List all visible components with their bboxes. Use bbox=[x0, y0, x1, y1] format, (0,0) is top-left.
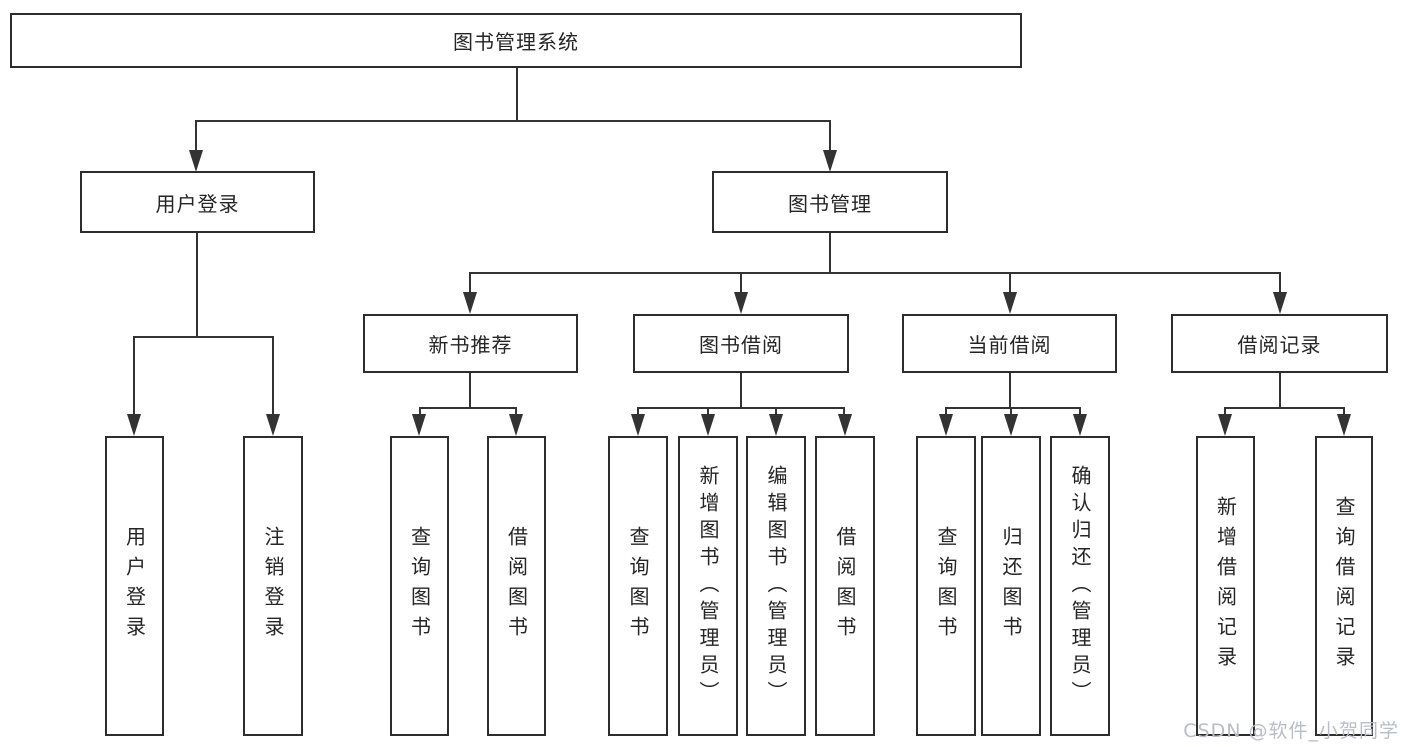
csdn-watermark: CSDN @软件_小贺同学 bbox=[1183, 720, 1399, 742]
connector-drop-return-book bbox=[1010, 407, 1012, 416]
connector-drop-book-borrow bbox=[740, 272, 742, 294]
node-new-book-recommend: 新书推荐 bbox=[363, 314, 578, 373]
arrowhead-user-login-icon bbox=[189, 150, 203, 172]
arrowhead-borrow-recommend-icon bbox=[509, 414, 523, 436]
leaf-user-login: 用户登录 bbox=[105, 436, 164, 736]
leaf-query-borrow-record: 查询借阅记录 bbox=[1315, 436, 1373, 736]
connector-drop-new-book-recommend bbox=[469, 272, 471, 294]
connector-drop-leaf-user-login bbox=[133, 336, 135, 414]
connector-drop-borrow-recommend bbox=[515, 407, 517, 416]
connector-drop-current-borrow bbox=[1009, 272, 1011, 294]
leaf-confirm-return-admin: 确认归还（管理员） bbox=[1050, 436, 1110, 736]
arrowhead-confirm-return-icon bbox=[1073, 414, 1087, 436]
arrowhead-query-recommend-icon bbox=[412, 414, 426, 436]
leaf-borrow-books-borrow: 借阅图书 bbox=[815, 436, 875, 736]
arrowhead-query-record-icon bbox=[1337, 414, 1351, 436]
arrowhead-new-book-recommend-icon bbox=[463, 292, 477, 314]
connector-records-rail bbox=[1224, 407, 1344, 409]
connector-current-stem bbox=[1009, 373, 1011, 407]
arrowhead-borrow-records-icon bbox=[1273, 292, 1287, 314]
arrowhead-leaf-user-login-icon bbox=[127, 414, 141, 436]
connector-drop-query-borrow bbox=[637, 407, 639, 416]
leaf-query-books-borrow: 查询图书 bbox=[608, 436, 668, 736]
connector-drop-edit-book bbox=[775, 407, 777, 416]
arrowhead-add-book-icon bbox=[701, 414, 715, 436]
node-root: 图书管理系统 bbox=[10, 13, 1022, 68]
connector-level3-rail bbox=[469, 272, 1281, 274]
connector-level2-rail bbox=[195, 120, 831, 122]
connector-drop-query-current bbox=[945, 407, 947, 416]
connector-drop-borrow-records bbox=[1279, 272, 1281, 294]
connector-current-rail bbox=[945, 407, 1081, 409]
connector-drop-book-management bbox=[829, 120, 831, 152]
arrowhead-edit-book-icon bbox=[769, 414, 783, 436]
connector-borrow-rail bbox=[637, 407, 845, 409]
leaf-add-book-admin: 新增图书（管理员） bbox=[678, 436, 738, 736]
arrowhead-book-borrow-icon bbox=[734, 292, 748, 314]
arrowhead-query-current-icon bbox=[939, 414, 953, 436]
arrowhead-leaf-logout-icon bbox=[266, 414, 280, 436]
leaf-logout-login: 注销登录 bbox=[243, 436, 303, 736]
connector-root-stem bbox=[516, 68, 518, 120]
leaf-return-book: 归还图书 bbox=[981, 436, 1041, 736]
arrowhead-current-borrow-icon bbox=[1003, 292, 1017, 314]
arrowhead-return-book-icon bbox=[1004, 414, 1018, 436]
node-user-login: 用户登录 bbox=[80, 171, 315, 233]
connector-drop-add-book bbox=[707, 407, 709, 416]
connector-recommend-stem bbox=[469, 373, 471, 407]
node-book-borrow: 图书借阅 bbox=[633, 314, 849, 373]
leaf-add-borrow-record: 新增借阅记录 bbox=[1196, 436, 1255, 736]
node-book-management: 图书管理 bbox=[712, 171, 948, 233]
arrowhead-borrow-book-icon bbox=[838, 414, 852, 436]
arrowhead-query-borrow-icon bbox=[631, 414, 645, 436]
connector-book-management-stem bbox=[829, 233, 831, 272]
connector-records-stem bbox=[1279, 373, 1281, 407]
connector-drop-query-recommend bbox=[419, 407, 421, 416]
connector-recommend-rail bbox=[419, 407, 517, 409]
connector-drop-user-login bbox=[195, 120, 197, 152]
leaf-query-books-recommend: 查询图书 bbox=[390, 436, 449, 736]
node-current-borrow: 当前借阅 bbox=[902, 314, 1117, 373]
connector-drop-add-record bbox=[1224, 407, 1226, 416]
connector-user-login-rail bbox=[133, 336, 274, 338]
leaf-borrow-books-recommend: 借阅图书 bbox=[487, 436, 546, 736]
connector-drop-query-record bbox=[1343, 407, 1345, 416]
connector-drop-confirm-return bbox=[1079, 407, 1081, 416]
connector-borrow-stem bbox=[740, 373, 742, 407]
connector-drop-borrow-book bbox=[843, 407, 845, 416]
leaf-edit-book-admin: 编辑图书（管理员） bbox=[746, 436, 806, 736]
node-borrow-records: 借阅记录 bbox=[1171, 314, 1388, 373]
connector-drop-leaf-logout bbox=[272, 336, 274, 414]
arrowhead-book-management-icon bbox=[823, 150, 837, 172]
arrowhead-add-record-icon bbox=[1218, 414, 1232, 436]
connector-user-login-stem bbox=[196, 233, 198, 336]
leaf-query-books-current: 查询图书 bbox=[916, 436, 976, 736]
